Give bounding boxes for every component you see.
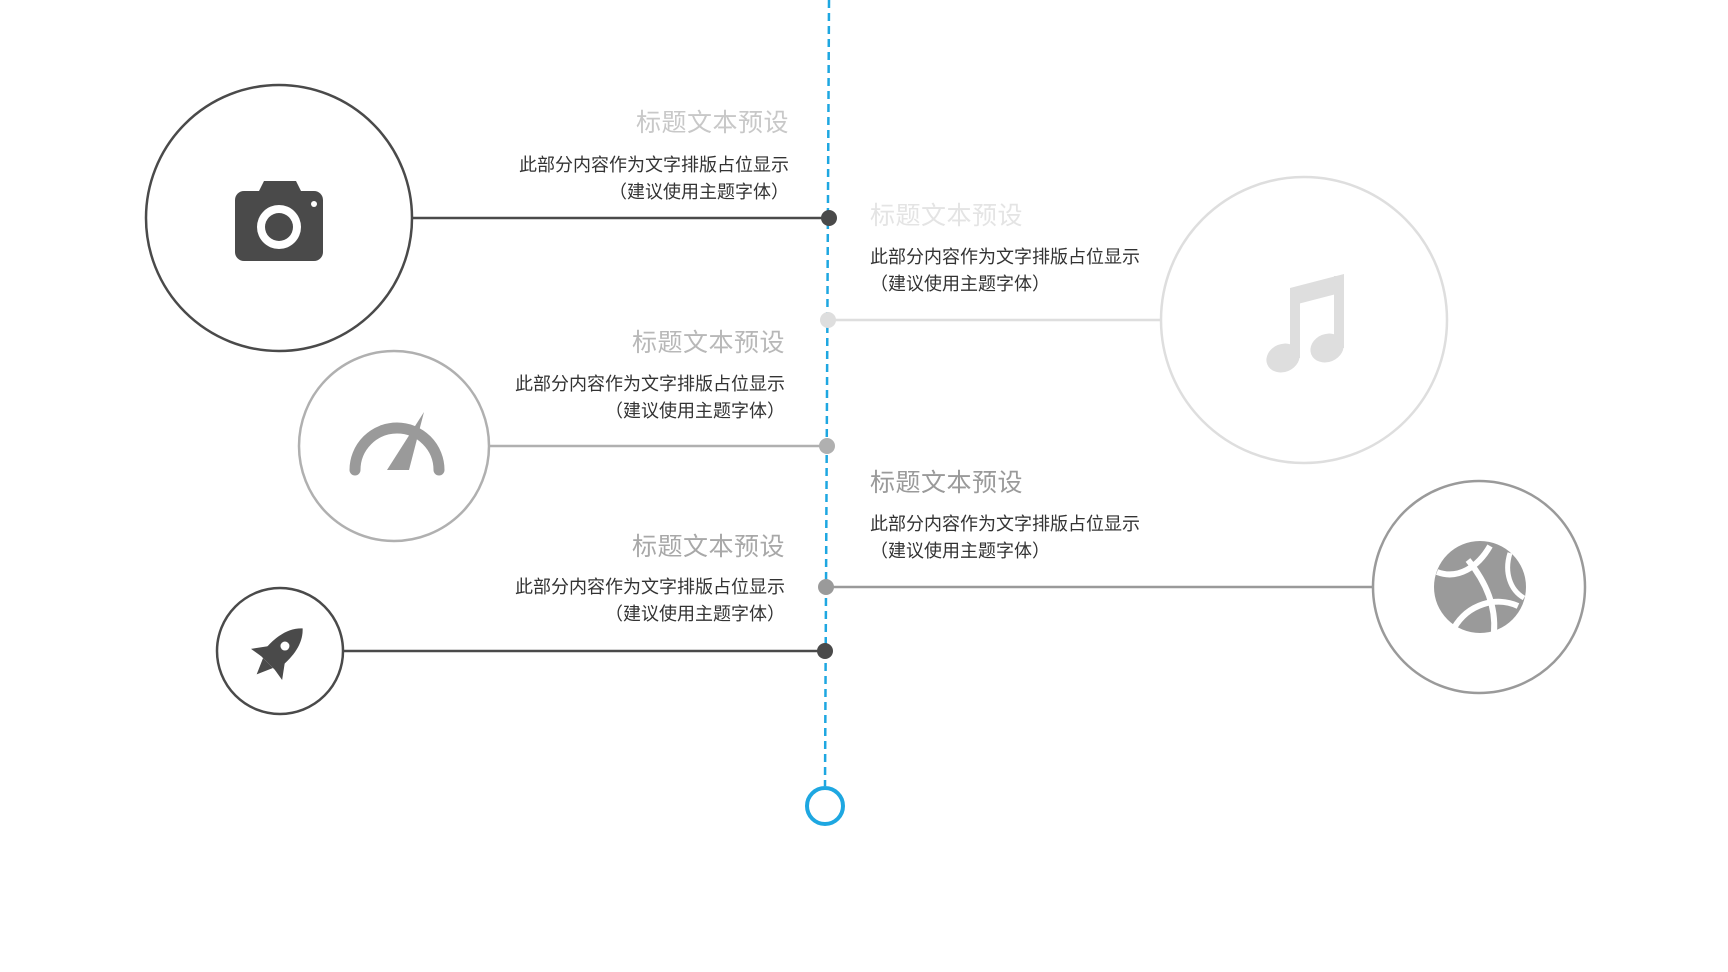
item-5-title: 标题文本预设 [631, 532, 785, 561]
item-4-title: 标题文本预设 [870, 468, 1024, 497]
icon-circle-2 [1159, 175, 1449, 465]
dot-2 [820, 312, 836, 328]
timeline-end-circle [805, 786, 845, 826]
item-2-desc-line1: 此部分内容作为文字排版占位显示 [870, 247, 1140, 268]
item-4-desc-line2: （建议使用主题字体） [870, 541, 1050, 562]
music-note-icon [1266, 274, 1344, 373]
item-5-desc-line1: 此部分内容作为文字排版占位显示 [515, 577, 785, 598]
item-1-title: 标题文本预设 [635, 108, 789, 137]
item-2-title: 标题文本预设 [870, 201, 1024, 230]
item-3-desc-line1: 此部分内容作为文字排版占位显示 [515, 374, 785, 395]
item-5-desc-line2: （建议使用主题字体） [605, 604, 785, 625]
camera-icon [235, 181, 323, 261]
rocket-icon [251, 628, 303, 680]
icon-circle-3 [297, 349, 491, 543]
dot-5 [817, 643, 833, 659]
speedometer-icon [349, 411, 445, 476]
item-3-desc-line2: （建议使用主题字体） [605, 401, 785, 422]
item-1-desc-line2: （建议使用主题字体） [609, 182, 789, 203]
item-4-desc-line1: 此部分内容作为文字排版占位显示 [870, 514, 1140, 535]
dot-3 [819, 438, 835, 454]
item-2-desc-line2: （建议使用主题字体） [870, 274, 1050, 295]
item-1-desc-line1: 此部分内容作为文字排版占位显示 [519, 155, 789, 176]
item-3-title: 标题文本预设 [631, 328, 785, 357]
dot-1 [821, 210, 837, 226]
globe-icon [1434, 541, 1526, 633]
dot-4 [818, 579, 834, 595]
timeline-axis [823, 0, 831, 787]
